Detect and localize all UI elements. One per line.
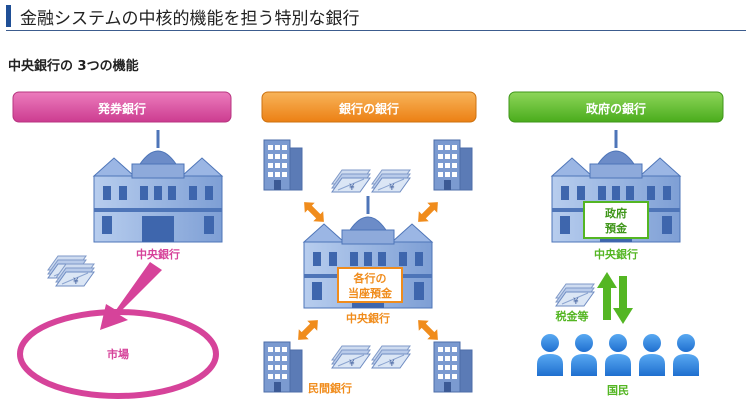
current-account-label-line2: 当座預金 [348,286,393,300]
private-bank-building-icon [263,341,303,393]
exchange-arrow [299,197,329,227]
panel-government-bank: 政府の銀行 政府 預金 中央銀行 税金等 国民 [508,91,724,397]
central-bank-building-icon [93,129,223,243]
central-bank-label: 中央銀行 [136,247,180,261]
central-bank-label: 中央銀行 [346,311,390,325]
current-account-box [337,267,403,303]
private-bank-building-icon [433,341,473,393]
panel-issuing-bank-header [12,91,232,123]
page-heading: 金融システムの中核的機能を担う特別な銀行 [6,3,746,31]
citizens-label: 国民 [607,384,629,397]
taxes-label: 税金等 [556,309,589,323]
exchange-arrow [413,197,443,227]
section-title: 中央銀行の 3つの機能 [8,59,139,74]
banknotes-icon [331,169,371,194]
heading-accent-bar [6,5,11,27]
private-bank-building-icon [263,139,303,191]
banknotes-icon [371,169,411,194]
person-icon [673,334,699,376]
person-icon [571,334,597,376]
exchange-arrow [413,315,443,345]
exchange-arrow [293,315,323,345]
banknotes-icon [555,283,595,308]
up-arrow [597,272,617,320]
page-title: 金融システムの中核的機能を担う特別な銀行 [20,9,360,29]
panel-issuing-bank-title: 発券銀行 [97,101,146,116]
panel-issuing-bank: 発券銀行 中央銀行 市場 [12,91,232,399]
panel-bankers-bank-title: 銀行の銀行 [338,101,399,116]
panel-bankers-bank-header [261,91,477,123]
person-icon [639,334,665,376]
person-icon [537,334,563,376]
panel-government-bank-title: 政府の銀行 [586,101,646,116]
market-label: 市場 [107,347,129,361]
government-deposit-label-line2: 預金 [605,221,628,235]
person-icon [605,334,631,376]
issue-arrow [100,262,162,330]
banknotes-icon [371,345,411,370]
private-banks-label: 民間銀行 [308,381,352,395]
private-bank-building-icon [433,139,473,191]
panel-bankers-bank: 銀行の銀行 各行の 当座預金 中央銀行 民間銀行 [261,91,477,395]
down-arrow [613,276,633,324]
banknotes-icon [331,345,371,370]
government-deposit-label-line1: 政府 [605,206,627,220]
panel-government-bank-header [508,91,724,123]
central-bank-label: 中央銀行 [594,247,638,261]
current-account-label-line1: 各行の [353,271,387,285]
government-deposit-box [583,201,649,239]
